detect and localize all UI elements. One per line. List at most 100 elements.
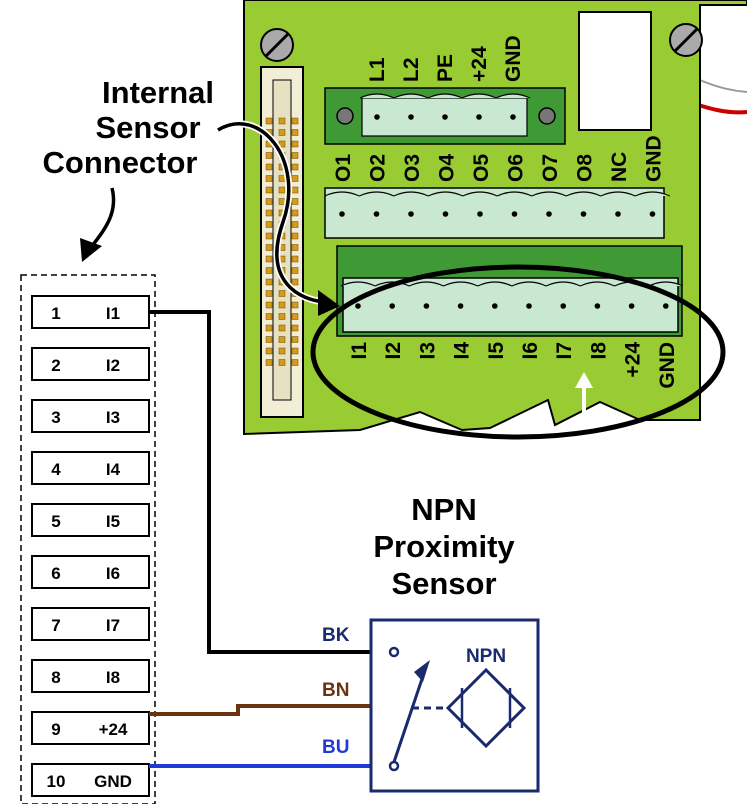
header-pin xyxy=(278,336,286,343)
table-cell-box xyxy=(31,659,150,693)
table-cell-box xyxy=(31,503,150,537)
header-pin xyxy=(291,244,299,251)
pin-label: PE xyxy=(434,54,457,82)
output-connector-pins xyxy=(324,191,671,217)
pin-dot xyxy=(511,211,518,217)
plug-scallop xyxy=(427,191,464,197)
header-pin xyxy=(265,221,273,228)
pin-label: I4 xyxy=(451,342,474,360)
pin-label: I1 xyxy=(348,342,371,360)
header-pin xyxy=(291,359,299,366)
pin-label: O6 xyxy=(505,154,528,182)
pin-dot xyxy=(355,303,361,309)
terminal-signal: I8 xyxy=(106,668,120,687)
header-pin xyxy=(291,221,299,228)
header-pin xyxy=(265,152,273,159)
plug-scallop xyxy=(531,191,567,197)
pin-dot xyxy=(442,211,449,217)
callout-line-1: Internal xyxy=(102,75,214,110)
pin-dot xyxy=(615,211,621,217)
output-connector xyxy=(324,187,665,239)
header-pin xyxy=(278,313,286,320)
pin-label: NC xyxy=(608,152,631,182)
pin-dot xyxy=(442,114,448,120)
table-cell-box xyxy=(31,555,150,589)
table-row: 8 I8 xyxy=(31,659,150,693)
plug-scallop xyxy=(358,191,395,197)
terminal-signal: I6 xyxy=(106,564,120,583)
terminal-number: 9 xyxy=(51,720,60,739)
header-pin xyxy=(291,313,299,320)
pin-label: GND xyxy=(502,35,525,82)
terminal-signal: I2 xyxy=(106,356,120,375)
table-cell-box xyxy=(31,295,150,329)
screw-icon xyxy=(260,28,294,62)
pin-dot xyxy=(457,303,464,309)
header-pin xyxy=(265,244,273,251)
pin-label: O7 xyxy=(539,154,562,182)
header-pin xyxy=(265,232,273,240)
terminal-number: 5 xyxy=(51,512,60,531)
terminal-number: 6 xyxy=(51,564,60,583)
header-pin xyxy=(265,255,273,263)
pin-label: +24 xyxy=(468,46,491,82)
plug-scallop xyxy=(495,93,531,99)
header-pin xyxy=(278,301,286,309)
header-pin xyxy=(291,255,299,263)
highlight-ellipse xyxy=(310,264,726,440)
header-pin xyxy=(278,324,286,332)
plug-scallop xyxy=(427,93,463,99)
header-pin xyxy=(265,324,273,332)
terminal-number: 3 xyxy=(51,408,60,427)
pin-label: GND xyxy=(643,135,666,182)
input-connector xyxy=(342,277,679,333)
table-cell-box xyxy=(31,607,150,641)
plug-scallop xyxy=(600,191,636,197)
header-pin xyxy=(291,209,299,217)
header-pin xyxy=(265,290,273,297)
plug-scallop xyxy=(359,93,395,99)
header-pin xyxy=(278,117,286,125)
pin-label: GND xyxy=(656,342,679,389)
plug-scallop xyxy=(461,93,497,99)
header-pin xyxy=(291,301,299,309)
terminal-number: 4 xyxy=(51,460,61,479)
plug-scallop xyxy=(634,191,671,197)
terminal-number: 10 xyxy=(47,772,66,791)
plug-scallop xyxy=(511,281,547,287)
pin-label: I6 xyxy=(519,342,542,360)
header-pin xyxy=(291,232,299,240)
pin-dot xyxy=(423,303,430,309)
pin-label: I3 xyxy=(416,342,439,360)
board-label-patch xyxy=(578,11,652,131)
terminal-signal: GND xyxy=(94,772,132,791)
terminal-signal: +24 xyxy=(99,720,128,739)
header-pin xyxy=(278,359,286,366)
callout-line-3: Connector xyxy=(43,145,198,180)
pin-label: I7 xyxy=(553,342,576,360)
up-arrow-icon xyxy=(575,372,593,412)
terminal-number: 8 xyxy=(51,668,60,687)
header-pin xyxy=(278,175,286,182)
mount-hole-icon xyxy=(538,107,556,125)
header-pin xyxy=(291,140,299,148)
header-pin xyxy=(291,152,299,159)
pin-label: O3 xyxy=(401,154,424,182)
plug-scallop xyxy=(443,281,478,287)
plug-scallop xyxy=(477,281,513,287)
header-pin xyxy=(265,301,273,309)
pin-label: O8 xyxy=(574,154,597,182)
terminal-signal: I7 xyxy=(106,616,120,635)
terminal-number: 2 xyxy=(51,356,60,375)
table-pointer-arrow xyxy=(80,187,116,262)
table-row: 5 I5 xyxy=(31,503,150,537)
pin-label: I2 xyxy=(382,342,405,360)
header-pin xyxy=(265,163,273,171)
pin-label: L2 xyxy=(400,57,423,82)
terminal-signal: I5 xyxy=(106,512,120,531)
table-row: 2 I2 xyxy=(31,347,150,381)
sensor-title-3: Sensor xyxy=(391,566,496,601)
